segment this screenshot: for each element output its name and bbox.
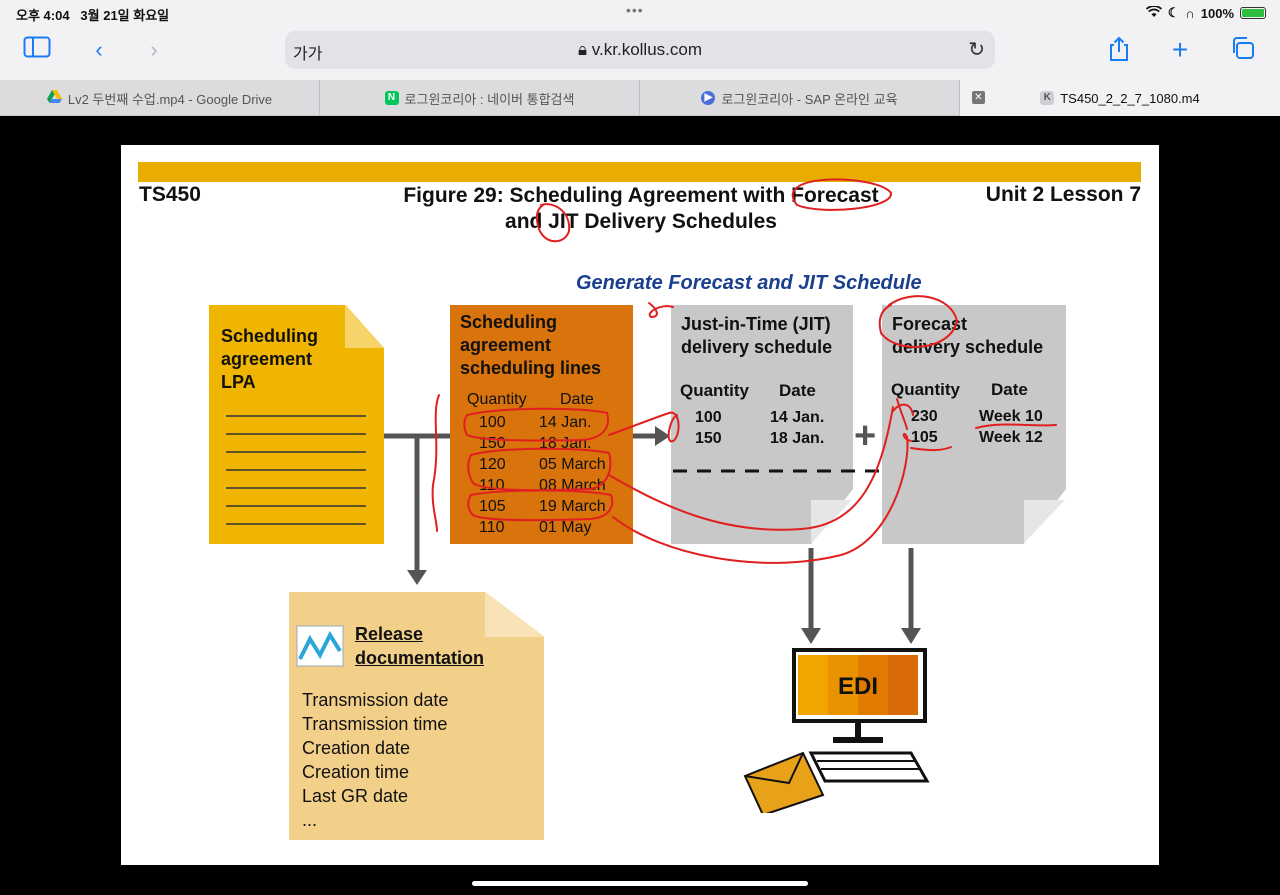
- sched-date-cell: 05 March: [539, 456, 606, 473]
- tab-bar: Lv2 두번째 수업.mp4 - Google Drive N 로그윈코리아 :…: [0, 80, 1280, 116]
- moon-icon: ☾: [1167, 5, 1180, 20]
- google-drive-icon: [46, 90, 62, 106]
- tab-sap-education[interactable]: ▶ 로그윈코리아 - SAP 온라인 교육: [640, 80, 960, 116]
- forecast-date-cell: Week 12: [979, 429, 1043, 446]
- scheduling-lines-title: Scheduling agreement scheduling lines: [460, 312, 602, 378]
- release-item: Transmission date: [302, 690, 449, 710]
- lock-icon: 🔒︎: [578, 40, 588, 59]
- lpa-text-lines: [226, 415, 366, 525]
- sched-date-cell: 14 Jan.: [539, 414, 592, 431]
- sched-date-cell: 19 March: [539, 498, 606, 515]
- tab-kollus-video[interactable]: ✕ K TS450_2_2_7_1080.m4: [960, 80, 1280, 116]
- wifi-icon: [1145, 4, 1162, 21]
- tab-naver[interactable]: N 로그윈코리아 : 네이버 통합검색: [320, 80, 640, 116]
- back-button[interactable]: ‹: [95, 37, 103, 62]
- multitask-dots-icon[interactable]: •••: [626, 2, 644, 18]
- url-text: 🔒︎ v.kr.kollus.com: [578, 40, 702, 59]
- lecture-slide: TS450 Figure 29: Scheduling Agreement wi…: [121, 145, 1159, 865]
- figure-title: Figure 29: Scheduling Agreement with For…: [403, 184, 879, 233]
- reader-options-button[interactable]: 가가: [293, 46, 323, 63]
- reload-icon[interactable]: ↻: [968, 39, 985, 61]
- jit-qty-cell: 150: [695, 430, 722, 447]
- sched-qty-header: Quantity: [467, 391, 527, 408]
- release-documentation-title: Release documentation: [355, 624, 484, 668]
- forecast-qty-cell: 230: [911, 408, 938, 425]
- sched-date-cell: 01 May: [539, 519, 592, 536]
- sched-qty-cell: 110: [479, 519, 505, 536]
- release-page-fold: [485, 592, 544, 637]
- play-icon: ▶: [701, 91, 716, 105]
- jit-title: Just-in-Time (JIT) delivery schedule: [681, 314, 833, 357]
- release-item: Transmission time: [302, 714, 448, 734]
- slide-header-bar: [138, 162, 1141, 182]
- headphones-icon: ∩: [1185, 5, 1195, 21]
- forecast-qty-cell: 105: [911, 429, 938, 446]
- share-icon[interactable]: [1102, 36, 1136, 69]
- diagram-subtitle: Generate Forecast and JIT Schedule: [576, 272, 922, 294]
- naver-icon: N: [384, 91, 399, 105]
- course-code: TS450: [139, 183, 201, 206]
- tab-google-drive[interactable]: Lv2 두번째 수업.mp4 - Google Drive: [0, 80, 320, 116]
- scheduling-lines-box: [450, 305, 633, 544]
- tabs-overview-icon[interactable]: [1226, 36, 1260, 67]
- release-chart-icon: [296, 625, 344, 667]
- home-indicator[interactable]: [472, 881, 808, 886]
- jit-date-header: Date: [779, 381, 816, 400]
- address-bar[interactable]: 가가 🔒︎ v.kr.kollus.com ↻: [285, 31, 995, 69]
- kollus-icon: K: [1040, 91, 1055, 105]
- jit-date-cell: 14 Jan.: [770, 409, 825, 426]
- edi-label: EDI: [837, 673, 878, 700]
- sched-qty-cell: 100: [479, 414, 506, 431]
- release-item: Creation time: [302, 762, 410, 782]
- status-time: 오후 4:04 3월 21일 화요일: [16, 8, 170, 23]
- new-tab-button[interactable]: +: [1171, 34, 1189, 65]
- forecast-page-fold: [1024, 500, 1065, 543]
- forecast-qty-header: Quantity: [891, 380, 960, 399]
- status-bar: 오후 4:04 3월 21일 화요일 ••• ☾ ∩ 100%: [0, 0, 1280, 26]
- jit-qty-header: Quantity: [680, 381, 749, 400]
- forecast-title: Forecast delivery schedule: [892, 314, 1044, 357]
- release-item: ...: [302, 810, 318, 830]
- lpa-title: Scheduling agreement LPA: [221, 326, 319, 392]
- sched-qty-cell: 105: [479, 498, 506, 515]
- close-tab-icon[interactable]: ✕: [972, 91, 985, 104]
- lpa-page-fold: [345, 305, 384, 348]
- sched-qty-cell: 120: [479, 456, 506, 473]
- release-item: Last GR date: [302, 786, 409, 806]
- forecast-date-cell: Week 10: [979, 408, 1043, 425]
- forecast-date-header: Date: [991, 380, 1028, 399]
- forward-button[interactable]: ›: [150, 37, 158, 62]
- browser-toolbar: ‹ › 가가 🔒︎ v.kr.kollus.com ↻ +: [0, 26, 1280, 80]
- jit-qty-cell: 100: [695, 409, 722, 426]
- plus-sign: +: [854, 415, 877, 457]
- diagram-connectors: [384, 426, 921, 644]
- unit-lesson: Unit 2 Lesson 7: [985, 183, 1141, 206]
- jit-date-cell: 18 Jan.: [770, 430, 825, 447]
- battery-icon: [1240, 7, 1266, 19]
- status-indicators: ☾ ∩ 100%: [1145, 4, 1266, 21]
- release-item: Creation date: [302, 738, 411, 758]
- edi-screen: [798, 655, 918, 715]
- sched-date-header: Date: [560, 391, 594, 408]
- sidebar-toggle-icon[interactable]: [20, 36, 54, 65]
- handwritten-annotations: [431, 178, 1057, 564]
- computer-keyboard-icon: [743, 723, 930, 813]
- battery-percent: 100%: [1200, 5, 1234, 21]
